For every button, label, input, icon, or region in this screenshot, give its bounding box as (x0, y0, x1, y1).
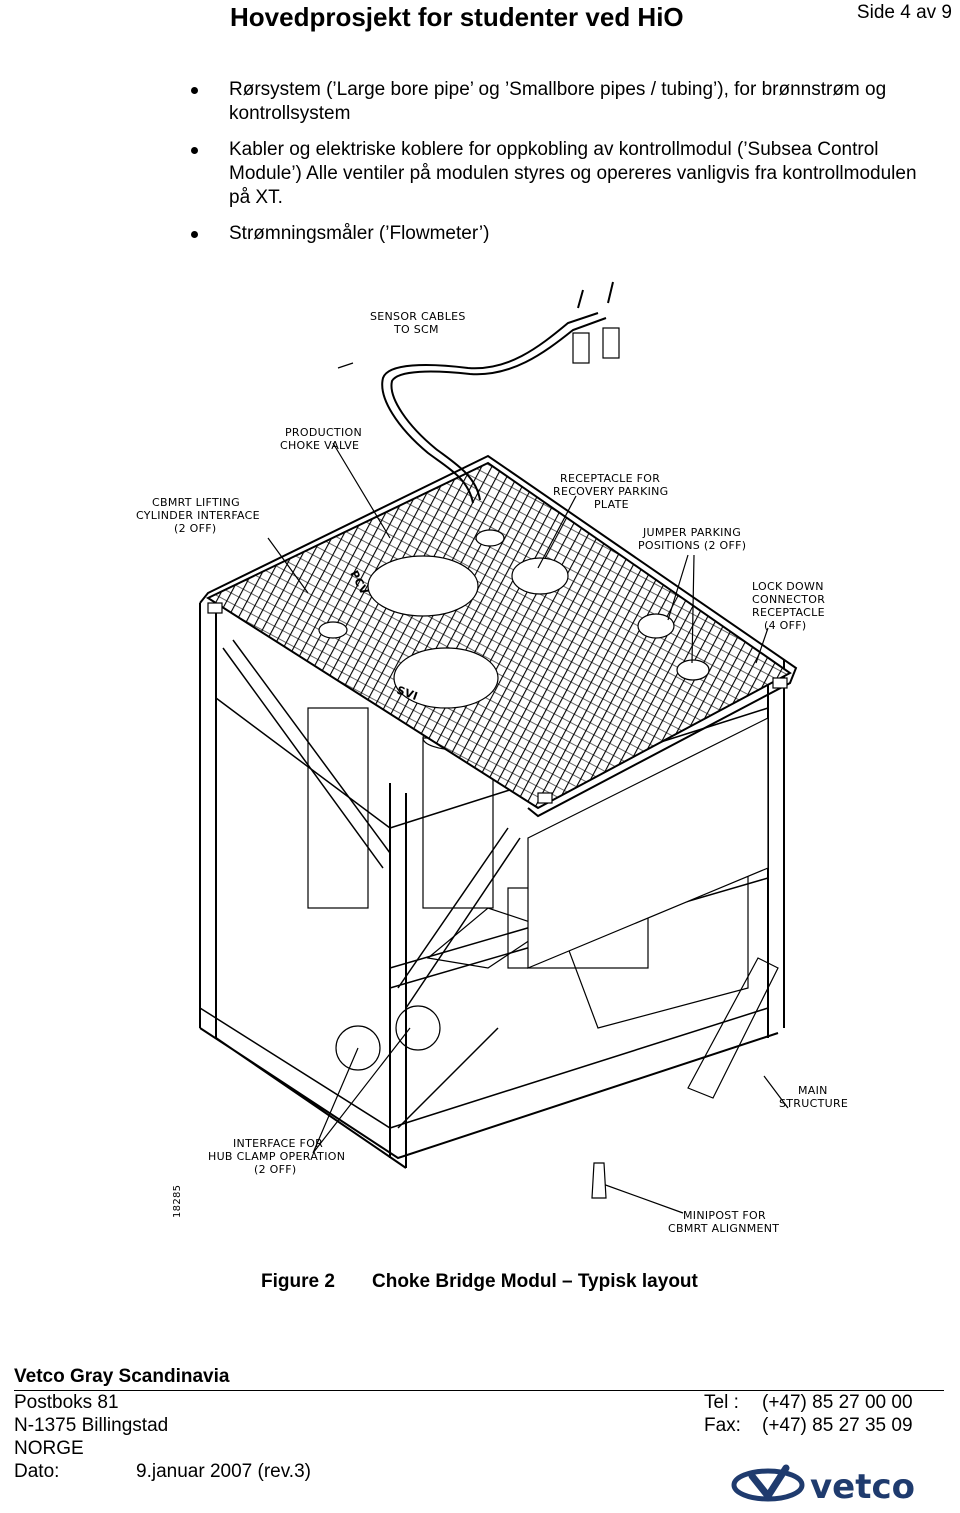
list-item: Kabler og elektriske koblere for oppkobl… (186, 138, 926, 210)
label-jumper-parking: JUMPER PARKING (642, 526, 741, 539)
label-receptacle: RECEPTACLE FOR (560, 472, 660, 485)
address-line-1: Postboks 81 (14, 1392, 119, 1413)
svg-text:CHOKE VALVE: CHOKE VALVE (280, 439, 359, 452)
vetco-logo: vetco (730, 1462, 930, 1507)
choke-bridge-drawing: SENSOR CABLES TO SCM PRODUCTION CHOKE VA… (128, 268, 948, 1258)
logo-wordmark: vetco (810, 1467, 915, 1507)
document-title: Hovedprosjekt for studenter ved HiO (230, 2, 684, 32)
drawing-number: 18285 (172, 1185, 183, 1218)
bullet-icon (191, 147, 198, 154)
svg-text:HUB CLAMP OPERATION: HUB CLAMP OPERATION (208, 1150, 345, 1163)
svg-text:TO SCM: TO SCM (393, 323, 439, 336)
figure-caption-text: Choke Bridge Modul – Typisk layout (372, 1271, 698, 1292)
fax-number: (+47) 85 27 35 09 (762, 1415, 913, 1436)
svg-text:CONNECTOR: CONNECTOR (752, 593, 825, 606)
svg-text:CYLINDER INTERFACE: CYLINDER INTERFACE (136, 509, 260, 522)
bullet-icon (191, 231, 198, 238)
list-item: Rørsystem (’Large bore pipe’ og ’Smallbo… (186, 78, 926, 126)
company-name: Vetco Gray Scandinavia (14, 1366, 230, 1387)
svg-text:RECEPTACLE: RECEPTACLE (752, 606, 825, 619)
date-value: 9.januar 2007 (rev.3) (136, 1461, 311, 1482)
date-label: Dato: (14, 1461, 60, 1482)
tel-number: (+47) 85 27 00 00 (762, 1392, 913, 1413)
svg-text:POSITIONS (2 OFF): POSITIONS (2 OFF) (638, 539, 746, 552)
list-item: Strømningsmåler (’Flowmeter’) (186, 222, 926, 246)
svg-text:PLATE: PLATE (594, 498, 629, 511)
page-number: Side 4 av 9 (856, 2, 952, 23)
figure-number: Figure 2 (261, 1271, 335, 1292)
bullet-list: Rørsystem (’Large bore pipe’ og ’Smallbo… (186, 78, 926, 258)
label-main-structure: MAIN (798, 1084, 828, 1097)
svg-text:(2 OFF): (2 OFF) (174, 522, 217, 535)
fax-label: Fax: (704, 1415, 741, 1436)
svg-text:RECOVERY PARKING: RECOVERY PARKING (553, 485, 668, 498)
tel-label: Tel : (704, 1392, 739, 1413)
svg-text:CBMRT ALIGNMENT: CBMRT ALIGNMENT (668, 1222, 779, 1235)
footer: Vetco Gray Scandinavia Postboks 81 Tel :… (14, 1366, 944, 1484)
label-sensor-cables: SENSOR CABLES (370, 310, 466, 323)
label-cbmrt-lifting: CBMRT LIFTING (152, 496, 240, 509)
label-minipost: MINIPOST FOR (683, 1209, 766, 1222)
footer-rule (14, 1390, 944, 1391)
address-line-2: N-1375 Billingstad (14, 1415, 169, 1436)
label-production-choke: PRODUCTION (285, 426, 362, 439)
svg-text:(4 OFF): (4 OFF) (764, 619, 807, 632)
label-hub-clamp: INTERFACE FOR (233, 1137, 323, 1150)
svg-text:(2 OFF): (2 OFF) (254, 1163, 297, 1176)
svg-text:STRUCTURE: STRUCTURE (779, 1097, 848, 1110)
address-line-3: NORGE (14, 1438, 84, 1459)
bullet-icon (191, 87, 198, 94)
label-lock-down: LOCK DOWN (752, 580, 824, 593)
